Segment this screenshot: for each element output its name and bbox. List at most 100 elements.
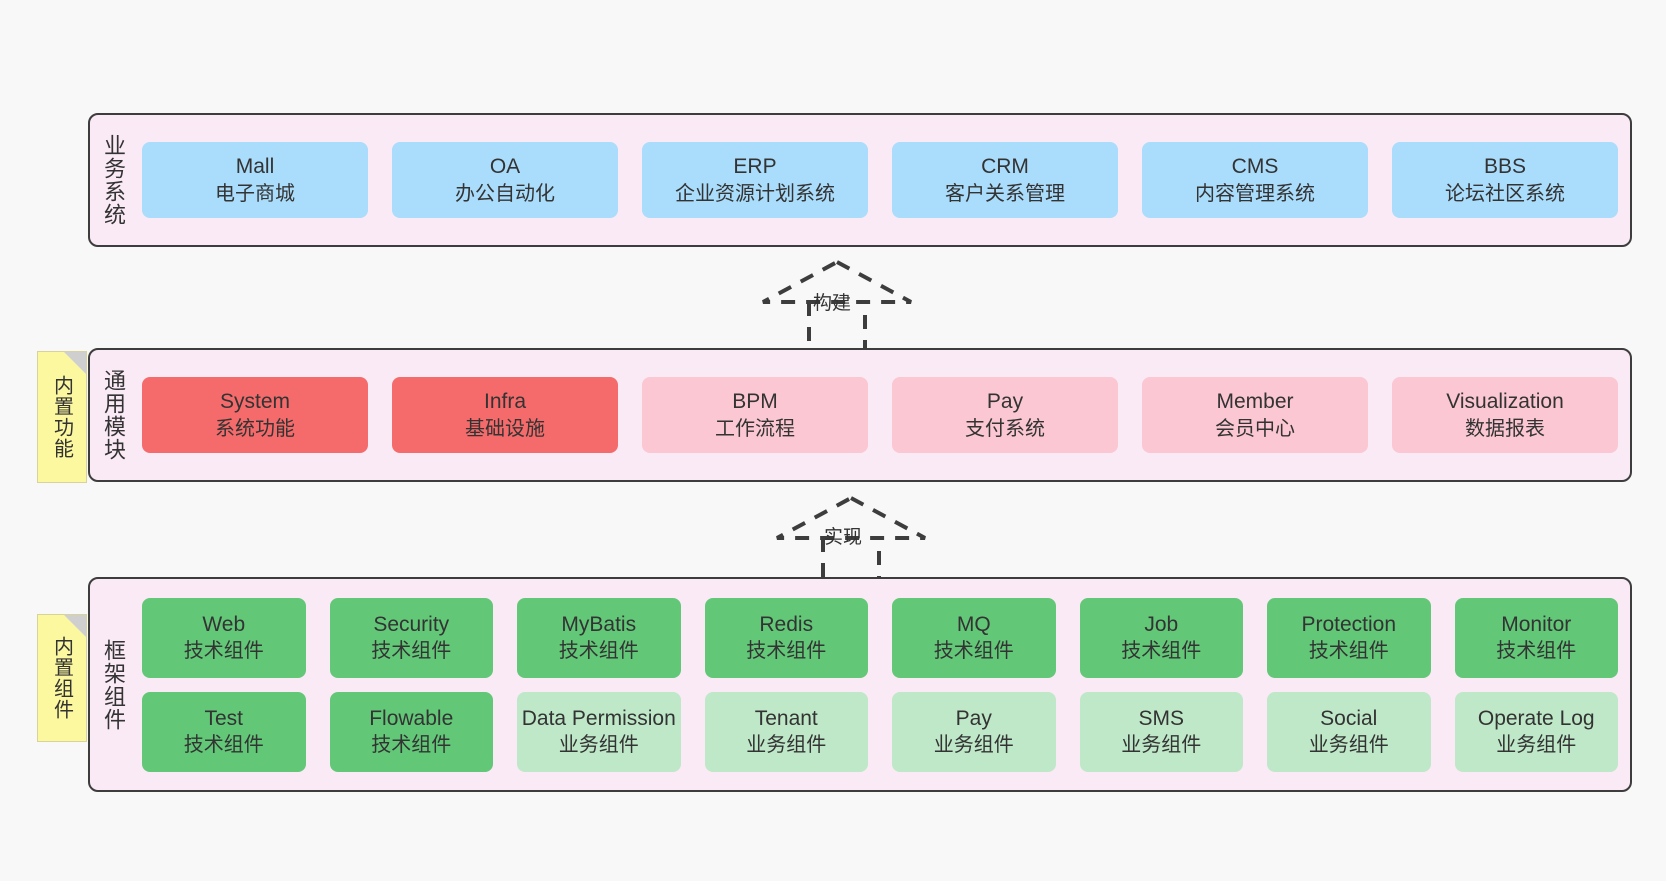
card-subtitle: 技术组件: [1308, 640, 1389, 663]
card-cms[interactable]: CMS 内容管理系统: [1142, 142, 1368, 218]
card-system[interactable]: System 系统功能: [142, 377, 368, 453]
card-visualization[interactable]: Visualization 数据报表: [1392, 377, 1618, 453]
card-mybatis[interactable]: MyBatis 技术组件: [517, 597, 681, 678]
card-protection[interactable]: Protection 技术组件: [1267, 597, 1431, 678]
card-bbs[interactable]: BBS 论坛社区系统: [1392, 142, 1618, 218]
card-subtitle: 业务组件: [933, 734, 1014, 757]
card-oa[interactable]: OA 办公自动化: [392, 142, 618, 218]
card-subtitle: 支付系统: [965, 417, 1045, 440]
layer-body-common-module: System 系统功能 Infra 基础设施 BPM 工作流程 Pay 支付系统…: [136, 350, 1630, 480]
card-subtitle: 技术组件: [371, 734, 452, 757]
card-subtitle: 技术组件: [183, 734, 264, 757]
card-subtitle: 内容管理系统: [1195, 182, 1315, 205]
card-monitor[interactable]: Monitor 技术组件: [1454, 597, 1618, 678]
card-erp[interactable]: ERP 企业资源计划系统: [642, 142, 868, 218]
card-pay-business[interactable]: Pay 业务组件: [892, 691, 1056, 772]
card-subtitle: 系统功能: [215, 417, 295, 440]
card-title: Security: [373, 612, 450, 636]
card-title: Social: [1320, 706, 1378, 730]
card-title: CRM: [981, 155, 1029, 179]
card-title: BPM: [732, 390, 778, 414]
card-title: Visualization: [1446, 390, 1564, 414]
card-title: Monitor: [1501, 612, 1572, 636]
card-sms[interactable]: SMS 业务组件: [1079, 691, 1243, 772]
card-pay[interactable]: Pay 支付系统: [892, 377, 1118, 453]
card-subtitle: 工作流程: [715, 417, 795, 440]
card-infra[interactable]: Infra 基础设施: [392, 377, 618, 453]
card-title: Mall: [235, 155, 275, 179]
card-title: CMS: [1231, 155, 1279, 179]
card-job[interactable]: Job 技术组件: [1079, 597, 1243, 678]
card-data-permission[interactable]: Data Permission 业务组件: [517, 691, 681, 772]
card-title: BBS: [1483, 155, 1527, 179]
card-flowable[interactable]: Flowable 技术组件: [329, 691, 493, 772]
card-title: System: [219, 390, 290, 414]
card-subtitle: 业务组件: [558, 734, 639, 757]
card-title: MyBatis: [561, 612, 637, 636]
card-title: MQ: [956, 612, 991, 636]
card-row: Mall 电子商城 OA 办公自动化 ERP 企业资源计划系统 CRM 客户关系…: [142, 142, 1618, 218]
card-subtitle: 数据报表: [1465, 417, 1545, 440]
card-subtitle: 基础设施: [465, 417, 545, 440]
card-tenant[interactable]: Tenant 业务组件: [704, 691, 868, 772]
card-member[interactable]: Member 会员中心: [1142, 377, 1368, 453]
card-subtitle: 业务组件: [1308, 734, 1389, 757]
card-title: ERP: [733, 155, 777, 179]
layer-title-business-system: 业务系统: [100, 134, 126, 226]
card-subtitle: 电子商城: [215, 182, 295, 205]
card-subtitle: 技术组件: [371, 640, 452, 663]
card-subtitle: 技术组件: [746, 640, 827, 663]
card-social[interactable]: Social 业务组件: [1267, 691, 1431, 772]
card-title: SMS: [1138, 706, 1184, 730]
card-subtitle: 技术组件: [558, 640, 639, 663]
card-operate-log[interactable]: Operate Log 业务组件: [1454, 691, 1618, 772]
card-mall[interactable]: Mall 电子商城: [142, 142, 368, 218]
card-mq[interactable]: MQ 技术组件: [892, 597, 1056, 678]
layer-body-framework-component: Web 技术组件 Security 技术组件 MyBatis 技术组件 Redi…: [136, 579, 1630, 790]
card-subtitle: 企业资源计划系统: [675, 182, 835, 205]
card-title: Web: [202, 612, 246, 636]
layer-body-business-system: Mall 电子商城 OA 办公自动化 ERP 企业资源计划系统 CRM 客户关系…: [136, 115, 1630, 245]
card-title: Data Permission: [521, 706, 676, 730]
card-subtitle: 技术组件: [933, 640, 1014, 663]
connector-build-label: 构建: [813, 293, 852, 314]
sticky-note-builtin-functions: 内置功能: [37, 351, 87, 483]
card-title: Flowable: [369, 706, 454, 730]
card-title: Job: [1144, 612, 1179, 636]
card-row: Web 技术组件 Security 技术组件 MyBatis 技术组件 Redi…: [142, 597, 1618, 678]
card-title: Infra: [483, 390, 527, 414]
card-row: Test 技术组件 Flowable 技术组件 Data Permission …: [142, 691, 1618, 772]
card-subtitle: 客户关系管理: [945, 182, 1065, 205]
card-title: Protection: [1301, 612, 1397, 636]
card-subtitle: 办公自动化: [455, 182, 555, 205]
card-title: OA: [489, 155, 521, 179]
card-bpm[interactable]: BPM 工作流程: [642, 377, 868, 453]
card-subtitle: 技术组件: [183, 640, 264, 663]
layer-title-framework-component: 框架组件: [100, 638, 126, 731]
card-subtitle: 论坛社区系统: [1445, 182, 1565, 205]
card-test[interactable]: Test 技术组件: [142, 691, 306, 772]
card-subtitle: 会员中心: [1215, 417, 1295, 440]
card-subtitle: 业务组件: [1121, 734, 1202, 757]
sticky-note-builtin-components: 内置组件: [37, 614, 87, 742]
layer-title-common-module: 通用模块: [100, 369, 126, 461]
layer-common-module: 通用模块 System 系统功能 Infra 基础设施 BPM 工作流程 Pay…: [88, 348, 1632, 482]
card-web[interactable]: Web 技术组件: [142, 597, 306, 678]
card-redis[interactable]: Redis 技术组件: [704, 597, 868, 678]
card-subtitle: 技术组件: [1496, 640, 1577, 663]
card-title: Test: [204, 706, 243, 730]
card-title: Redis: [759, 612, 814, 636]
layer-framework-component: 框架组件 Web 技术组件 Security 技术组件 MyBatis 技术组件…: [88, 577, 1632, 792]
card-crm[interactable]: CRM 客户关系管理: [892, 142, 1118, 218]
card-security[interactable]: Security 技术组件: [329, 597, 493, 678]
card-subtitle: 业务组件: [1496, 734, 1577, 757]
layer-business-system: 业务系统 Mall 电子商城 OA 办公自动化 ERP 企业资源计划系统 CRM…: [88, 113, 1632, 247]
card-subtitle: 业务组件: [746, 734, 827, 757]
card-title: Pay: [955, 706, 992, 730]
card-title: Tenant: [754, 706, 818, 730]
card-title: Member: [1216, 390, 1294, 414]
card-subtitle: 技术组件: [1121, 640, 1202, 663]
card-row: System 系统功能 Infra 基础设施 BPM 工作流程 Pay 支付系统…: [142, 377, 1618, 453]
card-title: Pay: [986, 390, 1024, 414]
